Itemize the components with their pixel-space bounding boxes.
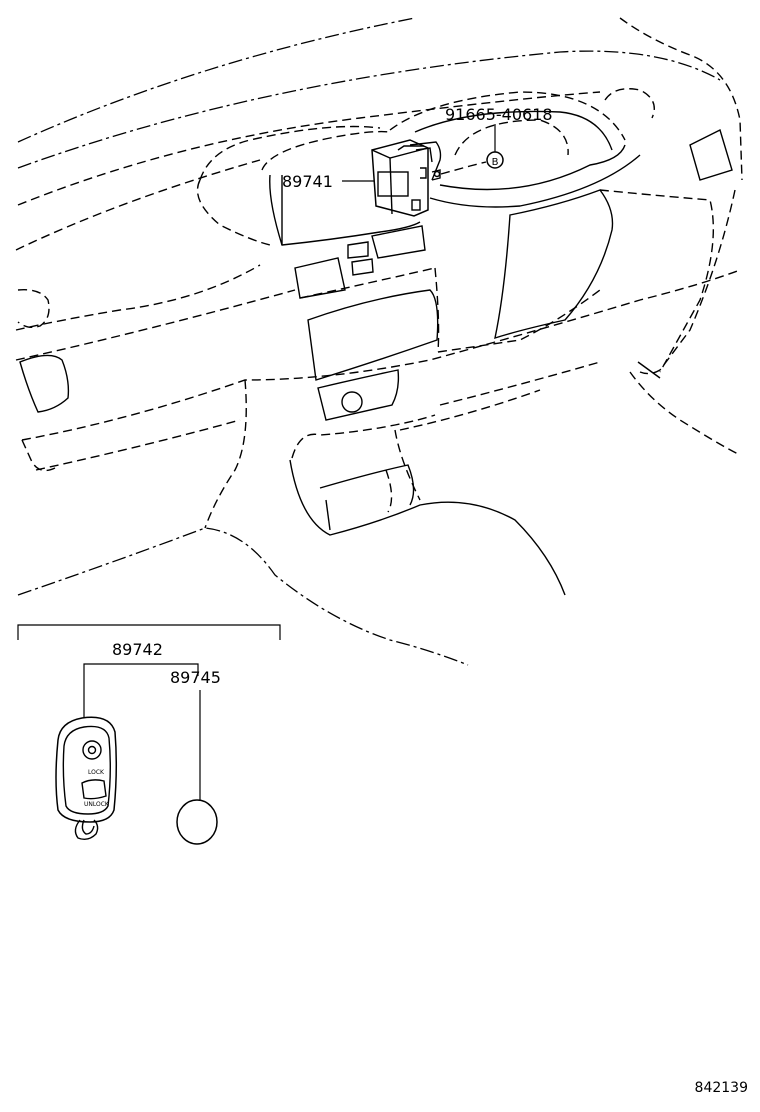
transmitter-leader <box>83 663 199 720</box>
dashboard-outline <box>15 17 743 666</box>
screw-part-number: 91665-40618 <box>445 105 553 124</box>
battery-part-number: 89745 <box>170 668 221 687</box>
coin-battery <box>176 799 218 845</box>
lock-label: LOCK <box>88 769 105 776</box>
group-bracket <box>17 624 281 640</box>
diagram-code: 842139 <box>695 1080 748 1096</box>
screw-callout: B 91665-40618 <box>440 105 553 175</box>
screw-marker-letter: B <box>492 157 499 168</box>
receiver-part-number: 89741 <box>282 172 333 191</box>
receiver-module <box>371 139 442 217</box>
unlock-label: UNLOCK <box>84 801 110 808</box>
receiver-callout: 89741 <box>282 172 374 191</box>
key-fob: LOCK UNLOCK <box>55 716 118 841</box>
transmitter-group: 89742 89745 LOCK UNLOCK <box>17 624 281 845</box>
transmitter-part-number: 89742 <box>112 640 163 659</box>
